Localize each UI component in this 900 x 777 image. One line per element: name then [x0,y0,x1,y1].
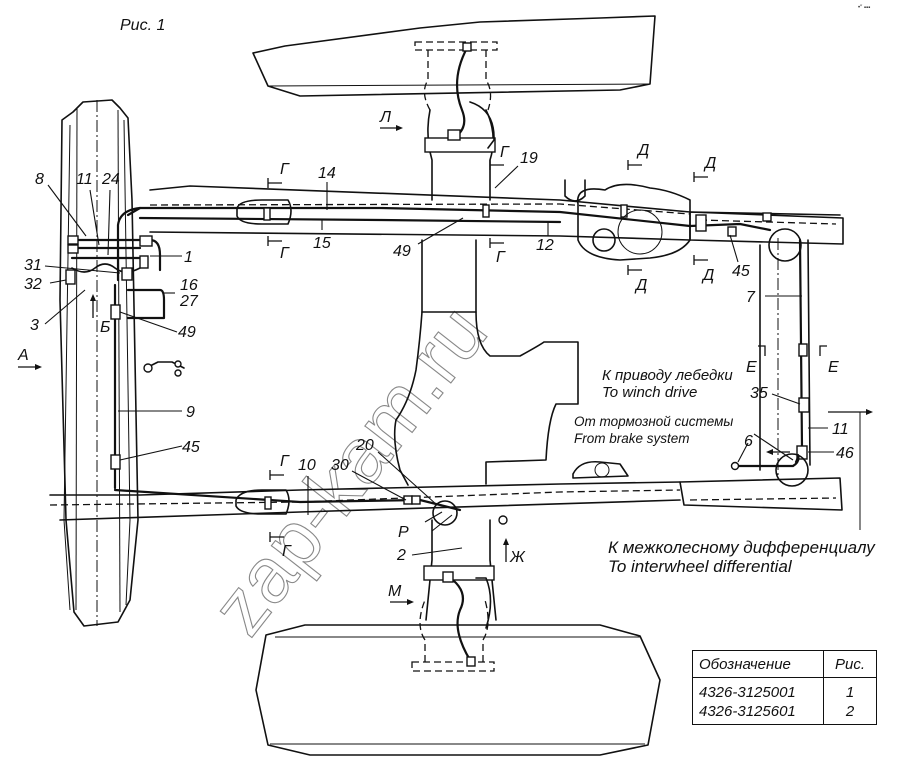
section-G-5: Г [280,453,290,470]
table-row: 4326-3125601 2 [692,702,877,725]
front-left-wheel [59,99,139,627]
section-G-1: Г [280,161,290,178]
header-designation: Обозначение [692,650,824,678]
callout-35: 35 [750,385,768,402]
rear-bottom-wheel [255,573,661,756]
section-G-3: Г [500,144,510,161]
view-mark-B: Б [100,319,110,336]
lower-axle-housing [423,519,497,629]
section-G-4: Г [496,249,506,266]
transfer-case [393,239,579,486]
callout-10: 10 [298,457,316,474]
section-E-1: Е [746,359,757,376]
callout-45-left: 45 [182,439,200,456]
callout-8: 8 [35,171,44,188]
callout-9: 9 [186,404,195,421]
callout-27: 27 [179,293,199,310]
note-brake-ru: От тормозной системы [574,414,733,429]
brake-supply-line [730,453,800,471]
section-D-4: Д [701,267,714,284]
watermark: zap-kam.ru [194,288,505,651]
callout-20: 20 [355,437,374,454]
note-diff-en: To interwheel differential [608,557,793,576]
section-G-6: Г [282,543,292,560]
table-header-row: Обозначение Рис. [692,650,877,678]
callout-24: 24 [101,171,120,188]
callout-15: 15 [313,235,331,252]
rear-differential [572,183,691,479]
designation-table: Обозначение Рис. 4326-3125001 1 4326-312… [692,650,877,725]
callout-P: Р [398,524,409,541]
callout-12: 12 [536,237,554,254]
section-D-2: Д [703,155,716,172]
front-pipework [65,206,185,490]
callout-49-center: 49 [393,243,411,260]
callout-30: 30 [331,457,349,474]
callout-45-right: 45 [732,263,750,280]
figure-title: Рис. 1 [120,17,165,34]
designation-cell: 4326-3125001 [692,677,824,702]
leader-lines [44,165,834,556]
callout-14: 14 [318,165,336,182]
callout-32: 32 [24,276,42,293]
watermark-text: zap-kam.ru [194,289,504,651]
note-winch-en: To winch drive [602,384,697,401]
section-G-2: Г [280,245,290,262]
direction-arrows [18,125,873,605]
view-mark-A: А [17,347,29,364]
callout-49-left: 49 [178,324,196,341]
note-winch-ru: К приводу лебедки [602,367,733,384]
callout-46: 46 [836,445,854,462]
section-E-2: Е [828,359,839,376]
figure-cell: 1 [823,677,877,702]
callout-2: 2 [396,547,406,564]
callout-6: 6 [744,433,753,450]
callout-1: 1 [184,249,193,266]
section-D-1: Д [636,142,649,159]
upper-axle-housing [424,101,496,201]
callout-19: 19 [520,150,538,167]
callout-3: 3 [30,317,39,334]
view-mark-Zh: Ж [509,549,526,566]
note-diff-ru: К межколесному дифференциалу [608,538,876,557]
callout-11-right: 11 [832,421,849,438]
frame-lower-rail [49,481,681,526]
view-mark-M: М [388,583,402,600]
callout-11: 11 [76,171,93,188]
section-cut-marks [267,160,827,542]
callout-7: 7 [746,289,756,306]
note-brake-en: From brake system [574,431,690,446]
callout-31: 31 [24,257,42,274]
callout-16: 16 [180,277,198,294]
corner-mark: •″ ▪▪▪ [858,5,870,11]
view-mark-L: Л [379,109,391,126]
section-D-3: Д [634,277,647,294]
header-figure: Рис. [823,650,877,678]
rear-top-wheel [252,15,656,142]
designation-cell: 4326-3125601 [692,702,824,725]
table-row: 4326-3125001 1 [692,677,877,702]
figure-cell: 2 [823,702,877,725]
